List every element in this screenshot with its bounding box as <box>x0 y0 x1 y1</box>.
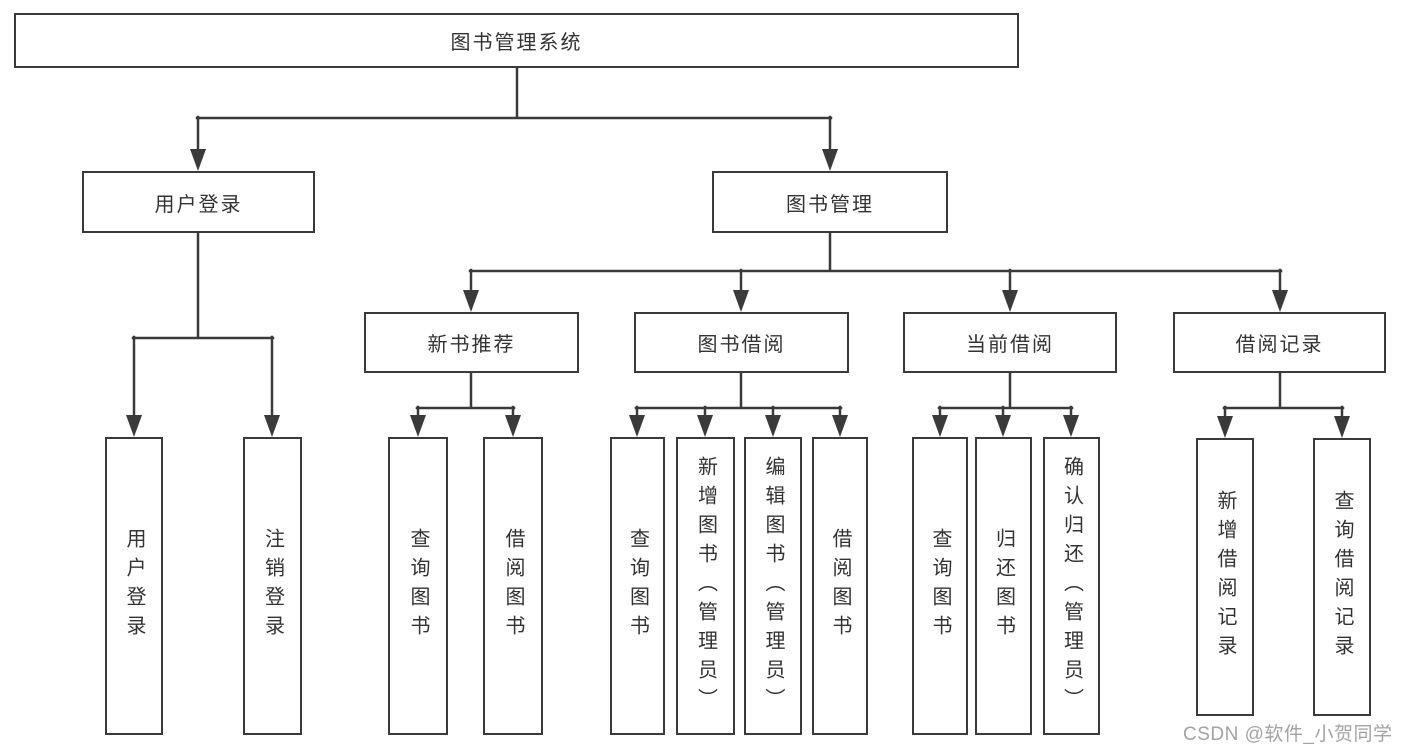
leaf-add-borrow-record: 新增借阅记录 <box>1196 438 1254 716</box>
leaf-user-login: 用户登录 <box>105 437 163 735</box>
leaf-borrow-books-recommend: 借阅图书 <box>483 437 543 735</box>
leaf-return-books: 归还图书 <box>975 437 1032 735</box>
node-library-system: 图书管理系统 <box>14 13 1019 68</box>
leaf-query-borrow-record: 查询借阅记录 <box>1313 438 1371 716</box>
leaf-borrow-books-borrow: 借阅图书 <box>812 437 868 735</box>
node-new-book-recommend: 新书推荐 <box>364 312 579 373</box>
node-user-login: 用户登录 <box>82 171 315 233</box>
node-current-borrow: 当前借阅 <box>903 312 1117 373</box>
leaf-confirm-return-admin: 确认归还（管理员） <box>1043 437 1100 735</box>
leaf-edit-book-admin: 编辑图书（管理员） <box>744 437 802 735</box>
watermark-text: CSDN @软件_小贺同学 <box>1183 724 1393 745</box>
node-book-borrow: 图书借阅 <box>634 312 849 373</box>
leaf-logout: 注销登录 <box>243 437 302 735</box>
leaf-query-books-borrow: 查询图书 <box>610 437 665 735</box>
node-borrow-records: 借阅记录 <box>1173 312 1386 373</box>
leaf-query-books-recommend: 查询图书 <box>388 437 448 735</box>
node-book-management: 图书管理 <box>712 171 948 233</box>
leaf-add-book-admin: 新增图书（管理员） <box>676 437 735 735</box>
leaf-query-books-current: 查询图书 <box>912 437 968 735</box>
